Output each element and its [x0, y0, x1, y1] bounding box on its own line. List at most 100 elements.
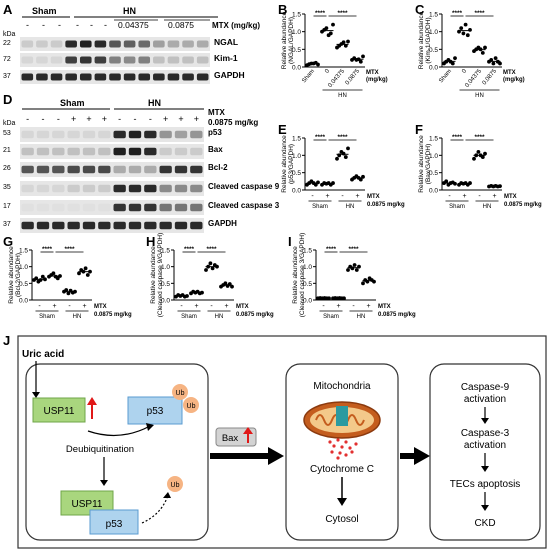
blot-band — [113, 184, 126, 193]
blot-band — [153, 56, 165, 64]
blot-band — [174, 184, 188, 193]
significance-label: **** — [474, 134, 485, 141]
panel-a-dash: - — [26, 20, 29, 30]
x-group-label: HN — [357, 314, 366, 320]
data-point — [350, 266, 355, 271]
band-label-bcl2: Bcl-2 — [208, 163, 228, 172]
flow-arrowhead — [481, 505, 489, 511]
cytochrome-dot — [332, 444, 336, 448]
data-point — [361, 281, 365, 286]
panel-a-blots — [20, 37, 210, 84]
blot-band — [36, 203, 50, 212]
caspase-3-activation-label: activation — [464, 440, 506, 451]
data-point — [483, 151, 487, 156]
panel-a-dose-1: 0.04375 — [118, 20, 149, 30]
blot-band — [159, 130, 172, 139]
y-tick-label: 0.5 — [292, 170, 301, 177]
panel-letter-h: H — [146, 234, 155, 249]
panel-a-dash-row: - - - - - - — [26, 20, 107, 30]
x-sign-label: - — [311, 193, 314, 200]
bax-label: Bax — [222, 433, 239, 444]
blot-band — [67, 221, 80, 230]
y-tick-label: 0.5 — [161, 281, 170, 288]
significance-label: **** — [326, 246, 337, 253]
panel-a-dose-2: 0.0875 — [168, 20, 194, 30]
blot-strip — [20, 144, 204, 159]
significance-label: **** — [315, 10, 326, 17]
panel-a-kda-label: kDa — [3, 31, 16, 38]
blot-band — [36, 73, 48, 81]
significance-label: **** — [42, 246, 53, 253]
blot-band — [159, 147, 172, 156]
data-point — [476, 149, 481, 154]
y-tick-label: 1.5 — [303, 248, 312, 255]
blot-band — [94, 56, 107, 64]
y-tick-label: 0.0 — [161, 298, 170, 305]
blot-band — [113, 221, 126, 230]
mtx-sign: + — [86, 114, 91, 124]
blot-band — [190, 221, 203, 230]
significance-label: **** — [64, 246, 75, 253]
blot-strip — [20, 218, 204, 233]
y-axis-label: Relative abundance(Cleaved caspase 3/GAP… — [292, 233, 306, 318]
data-point — [77, 271, 81, 276]
blot-band — [21, 147, 34, 156]
data-point — [450, 61, 455, 66]
significance-label: **** — [337, 10, 348, 17]
panel-letter-b: B — [278, 2, 287, 17]
y-tick-label: 1.0 — [292, 29, 301, 36]
mtx-sign: + — [163, 114, 168, 124]
significance-label: **** — [452, 10, 463, 17]
cytochrome-dot — [338, 451, 342, 455]
cytochrome-dot — [354, 442, 358, 446]
data-point — [493, 56, 498, 61]
x-group-label: HN — [73, 314, 82, 320]
data-point — [346, 39, 350, 44]
pathway-box-right — [429, 363, 541, 541]
p53-box-bottom — [89, 509, 139, 535]
blot-band — [153, 73, 165, 81]
panel-letter-i: I — [288, 234, 292, 249]
mtx-sign: - — [26, 114, 29, 124]
blot-band — [36, 130, 50, 139]
blot-band — [52, 147, 65, 156]
blot-band — [113, 203, 126, 212]
thick-arrow-2 — [400, 447, 430, 465]
blot-band — [174, 147, 188, 156]
x-tick-label: Sham — [301, 68, 316, 84]
x-tick-label: 0.0875 — [345, 68, 362, 86]
panel-d-marker: 17 — [3, 203, 11, 210]
ub-release-arrowhead — [163, 492, 171, 498]
ub-circle — [183, 397, 199, 413]
panel-d-marker: 26 — [3, 165, 11, 172]
panel-letter-f: F — [415, 122, 423, 137]
y-tick-label: 0.5 — [429, 47, 438, 54]
blot-band — [182, 73, 194, 81]
x-group-label: HN — [215, 314, 224, 320]
deubiquitination-label: Deubiquitination — [66, 444, 134, 455]
panel-d-group-sham: Sham — [60, 98, 85, 108]
cytochrome-dot — [348, 446, 352, 450]
data-point — [316, 180, 320, 185]
x-group-label: HN — [346, 204, 355, 210]
panel-a-marker: 72 — [3, 56, 11, 63]
x-tick-label: Sham — [438, 68, 453, 84]
band-label-gapdh: GAPDH — [214, 70, 245, 80]
x-sign-label: - — [352, 303, 355, 310]
blot-band — [144, 130, 157, 139]
blot-band — [190, 147, 203, 156]
mtx-sign: - — [42, 114, 45, 124]
blot-band — [67, 147, 80, 156]
panel-a-group-sham: Sham — [32, 6, 57, 16]
blot-band — [82, 203, 96, 212]
y-tick-label: 0.0 — [292, 65, 301, 72]
data-point — [316, 62, 320, 67]
caspase-9-label: Caspase-9 — [461, 382, 510, 393]
data-point — [38, 278, 43, 282]
blot-band — [123, 56, 136, 64]
blot-strip — [20, 181, 204, 196]
blot-band — [109, 73, 121, 81]
